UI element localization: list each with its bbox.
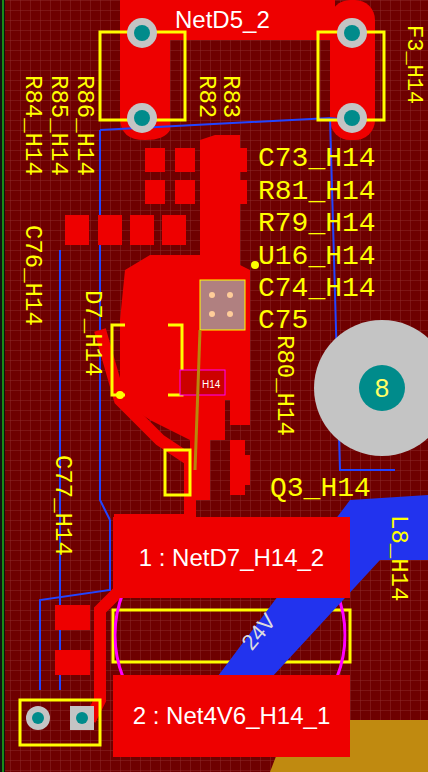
silkscreen-label: R82 xyxy=(194,75,218,118)
silkscreen-label: R83 xyxy=(218,75,242,118)
silkscreen-label: C74_H14 xyxy=(258,275,376,303)
silkscreen-label: R80_H14 xyxy=(272,335,296,436)
pad-label: 2 : Net4V6_H14_1 xyxy=(133,702,330,730)
silkscreen-label: L8_H14 xyxy=(386,515,410,601)
silkscreen-label: F3_H14 xyxy=(402,25,424,104)
silkscreen-label: R84_H14 xyxy=(20,75,44,176)
silkscreen-label: R79_H14 xyxy=(258,210,376,238)
silkscreen-label: C75 xyxy=(258,307,308,335)
silkscreen-label: NetD5_2 xyxy=(175,8,270,32)
pad-label: 1 : NetD7_H14_2 xyxy=(139,544,324,572)
mounting-hole: 8 xyxy=(314,320,428,456)
pad-label: 8 xyxy=(359,365,405,411)
silkscreen-label: R81_H14 xyxy=(258,178,376,206)
silkscreen-label: C77_H14 xyxy=(50,455,74,556)
net-label: 24V xyxy=(238,610,280,654)
silkscreen-label: Q3_H14 xyxy=(270,475,371,503)
smd-pad: 2 : Net4V6_H14_1 xyxy=(113,675,350,757)
silkscreen-label: C73_H14 xyxy=(258,145,376,173)
silkscreen-label: C76_H14 xyxy=(20,225,44,326)
smd-pad: 1 : NetD7_H14_2 xyxy=(113,517,350,598)
silkscreen-label: R85_H14 xyxy=(46,75,70,176)
silkscreen-label: U16_H14 xyxy=(258,243,376,271)
silkscreen-label: D7_H14 xyxy=(80,290,104,376)
silkscreen-label: R86_H14 xyxy=(72,75,96,176)
silkscreen-label: H14 xyxy=(202,380,220,390)
